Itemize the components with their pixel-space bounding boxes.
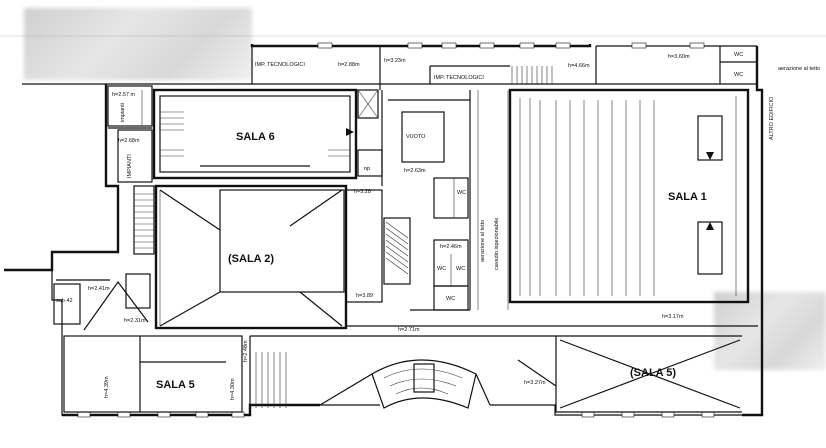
left-stairs	[56, 185, 155, 331]
cavedio-strip	[477, 90, 509, 310]
label-aerazione-mid: aerazione al tetto	[480, 220, 486, 262]
label-imp-tec-1: IMP. TECNOLOGICI	[255, 62, 305, 68]
height-246: h=2.46m	[440, 244, 462, 250]
redacted-logo-blur	[24, 8, 252, 80]
label-wc-mid4: WC	[446, 296, 455, 302]
height-248: h=2.48m	[243, 340, 249, 362]
height-239: h=4.39m	[104, 376, 110, 398]
height-360: h=3.60m	[668, 54, 690, 60]
label-np: np	[364, 166, 370, 172]
sala5-right-room	[517, 335, 742, 413]
lower-corridor	[249, 325, 758, 415]
label-vuoto: VUOTO	[406, 134, 426, 140]
vuoto-room	[388, 90, 471, 310]
sala1-room	[508, 88, 750, 304]
label-cavedio: cavedio ispezionabile	[494, 218, 500, 270]
height-271: h=2.71m	[398, 327, 420, 333]
label-wc-top2: WC	[734, 72, 743, 78]
label-wc-mid1: WC	[457, 190, 466, 196]
top-strip	[252, 46, 757, 90]
room-labels: SALA 6 (SALA 2) SALA 1 SALA 5 (SALA 5) V…	[56, 52, 820, 391]
central-services	[345, 177, 470, 311]
height-231: h=2.31m	[124, 318, 146, 324]
height-323: h=3.23m	[384, 58, 406, 64]
height-288: h=2.88m	[338, 62, 360, 68]
top-windows	[317, 42, 705, 49]
height-317: h=3.17m	[662, 314, 684, 320]
height-263: h=2.63m	[404, 168, 426, 174]
height-257: h=2.57 m	[112, 92, 136, 98]
central-stair	[319, 359, 491, 409]
bottom-windows	[77, 411, 715, 418]
height-labels: h=2.88m h=3.23m h=4.66m h=3.60m h=2.57 m…	[88, 54, 690, 400]
label-aerazione-top: aerazione al tetto	[778, 66, 820, 72]
left-service	[107, 85, 153, 183]
label-sala6: SALA 6	[236, 131, 275, 143]
label-sala5-right: (SALA 5)	[630, 367, 676, 379]
redacted-corner-blur	[714, 292, 826, 370]
label-imp-tec-2: IMP. TECNOLOGICI	[434, 75, 484, 81]
sala5-left-room	[63, 335, 287, 413]
height-430: h=4.30m	[230, 378, 236, 400]
label-wc-mid3: WC	[456, 266, 465, 272]
label-sala5-left: SALA 5	[156, 379, 195, 391]
height-268: h=2.68m	[118, 138, 140, 144]
height-466: h=4.66m	[568, 63, 590, 69]
label-altro-edificio: ALTRO EDIFICIO	[769, 96, 775, 140]
height-241: h=2.41m	[88, 286, 110, 292]
label-sub42: sub 42	[56, 298, 73, 304]
label-impianti-1: impianti	[120, 103, 126, 122]
label-sala1: SALA 1	[668, 191, 707, 203]
sub42-room	[53, 283, 81, 325]
height-328: h=3.28	[354, 189, 371, 195]
label-impianti-2: IMPIANTI	[127, 154, 133, 178]
label-sala2: (SALA 2)	[228, 253, 274, 265]
label-wc-top1: WC	[734, 52, 743, 58]
lift-core	[346, 89, 383, 186]
height-327: h=3.27m	[524, 380, 546, 386]
height-389: h=3.89	[356, 293, 373, 299]
label-wc-mid2: WC	[437, 266, 446, 272]
outer-walls	[4, 44, 764, 417]
